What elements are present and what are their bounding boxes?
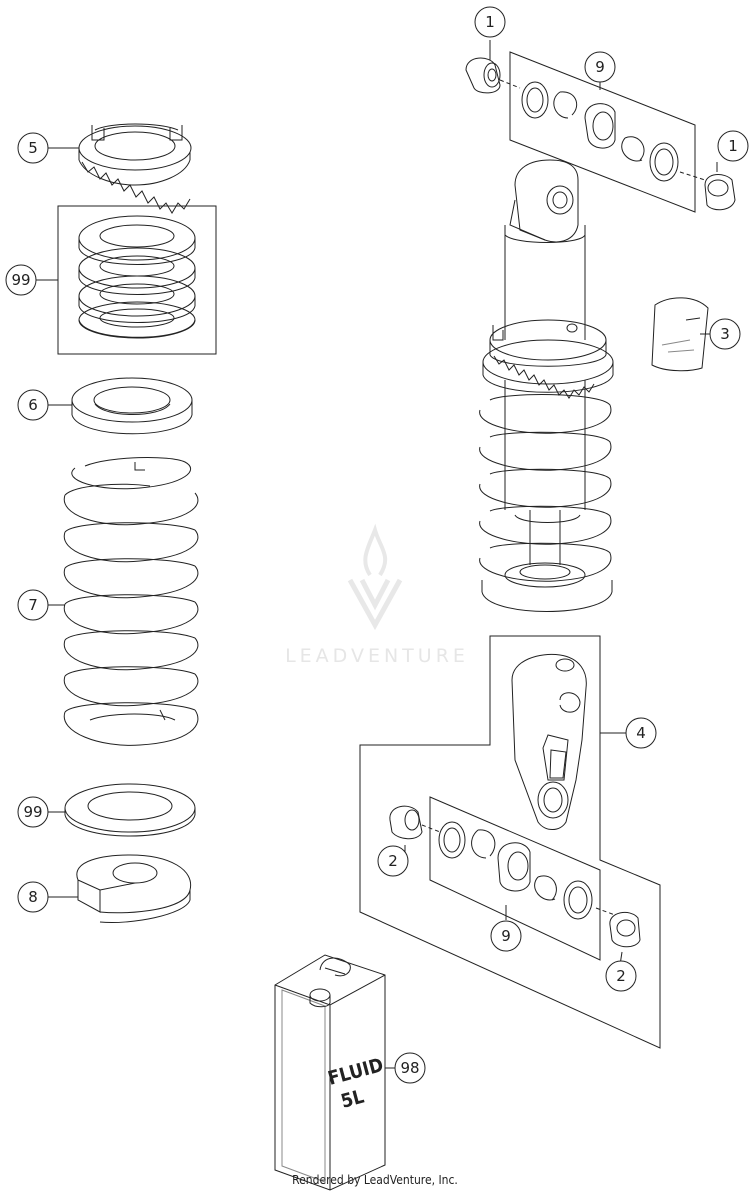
shock-absorber-body	[479, 159, 614, 612]
callout-3: 3	[709, 318, 741, 350]
svg-text:98: 98	[400, 1059, 419, 1077]
svg-text:4: 4	[636, 724, 646, 742]
shock-spring-part-7	[63, 457, 199, 746]
callout-4: 4	[625, 717, 657, 749]
fluid-can-part-98: FLUID 5L	[274, 954, 386, 1191]
preload-spacers-part-99	[78, 215, 196, 339]
can-label-line1: FLUID	[326, 1054, 386, 1090]
svg-text:5: 5	[28, 139, 38, 157]
callout-99-top: 99	[5, 264, 37, 296]
spring-kit-box-99	[57, 205, 217, 355]
bottom-bushing-parts-9	[438, 821, 616, 920]
dust-seal-part-1-top	[465, 57, 521, 94]
spacer-washer-part-99	[64, 783, 196, 837]
callout-2-right: 2	[605, 960, 637, 992]
svg-text:6: 6	[28, 396, 38, 414]
svg-text:8: 8	[28, 888, 38, 906]
dust-seal-part-1-right	[704, 174, 736, 211]
clevis-kit-box-4	[359, 635, 661, 1049]
svg-text:7: 7	[28, 596, 38, 614]
callout-98: 98	[394, 1052, 426, 1084]
svg-text:9: 9	[595, 58, 605, 76]
bottom-bushing-kit-box-9	[429, 796, 601, 961]
watermark-logo-icon	[347, 523, 403, 631]
split-collar-part-8	[76, 854, 192, 924]
footer-credit: Rendered by LeadVenture, Inc.	[292, 1173, 458, 1187]
svg-text:2: 2	[616, 967, 626, 985]
svg-text:9: 9	[501, 927, 511, 945]
callout-9-top: 9	[584, 51, 616, 83]
callout-99-bottom: 99	[17, 796, 49, 828]
sticker-part-3	[651, 297, 709, 372]
dust-seal-part-2-left	[389, 805, 441, 840]
watermark-text: LEADVENTURE	[285, 645, 469, 667]
svg-text:2: 2	[388, 852, 398, 870]
dust-seal-part-2-right	[609, 911, 641, 948]
callout-7: 7	[17, 589, 49, 621]
leader-lines	[36, 40, 718, 1069]
callout-6: 6	[17, 389, 49, 421]
callout-8: 8	[17, 881, 49, 913]
callout-9-bottom: 9	[490, 920, 522, 952]
svg-text:1: 1	[485, 13, 495, 31]
callout-1-top: 1	[474, 6, 506, 38]
top-bushing-parts-9	[521, 81, 706, 182]
top-bushing-kit-box-9	[509, 51, 696, 213]
callout-2-left: 2	[377, 845, 409, 877]
can-label-line2: 5L	[339, 1086, 367, 1113]
callout-5: 5	[17, 132, 49, 164]
svg-text:1: 1	[728, 137, 738, 155]
clevis-part-4	[511, 653, 587, 830]
spring-seat-part-6	[71, 377, 193, 435]
svg-text:3: 3	[720, 325, 730, 343]
svg-text:99: 99	[11, 271, 30, 289]
svg-text:99: 99	[23, 803, 42, 821]
adjuster-ring-part-5	[78, 123, 192, 214]
callout-1-right: 1	[717, 130, 749, 162]
